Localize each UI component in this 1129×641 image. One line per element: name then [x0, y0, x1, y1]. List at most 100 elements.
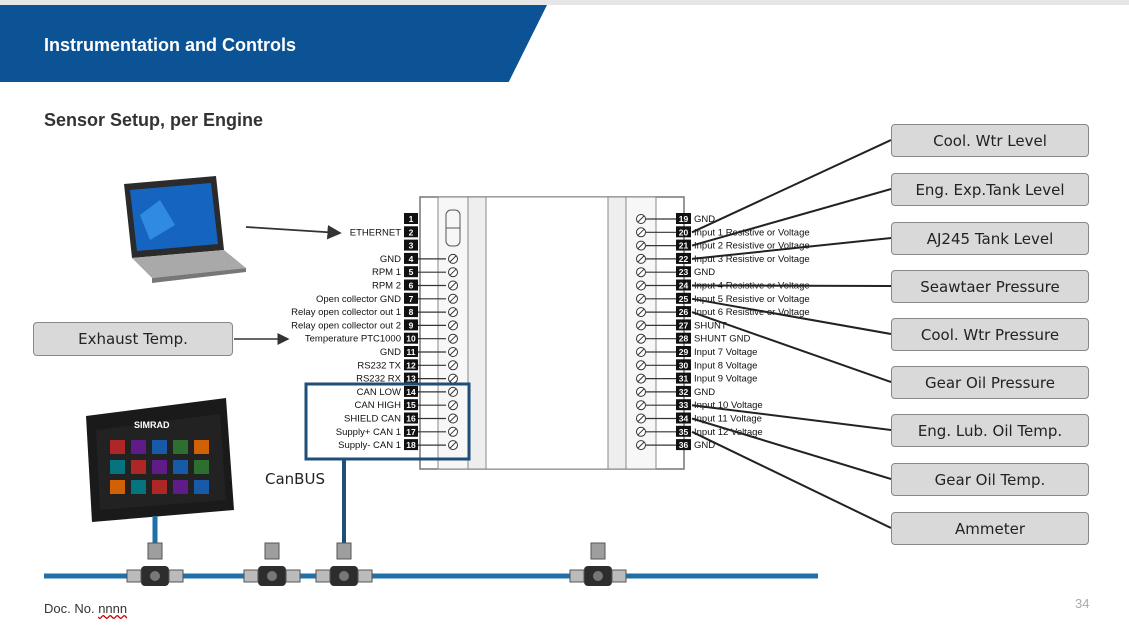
pin-label: RS232 TX: [357, 360, 401, 371]
tee-connector: [315, 542, 373, 586]
sensor-callout: Gear Oil Temp.: [891, 463, 1089, 496]
pin-label: GND: [694, 267, 715, 278]
can-pins-highlight: [304, 382, 471, 461]
page-title: Instrumentation and Controls: [44, 35, 296, 55]
pin-number: 12: [406, 360, 416, 370]
pin-label: Input 6 Resistive or Voltage: [694, 307, 810, 318]
app-tile: [173, 460, 188, 474]
pin-label: ETHERNET: [350, 227, 401, 238]
pin-number: 35: [679, 427, 689, 437]
sensor-callout: Cool. Wtr Level: [891, 124, 1089, 157]
pin-label: Input 10 Voltage: [694, 400, 763, 411]
left-pin-11: 11 GND: [380, 346, 458, 358]
doc-number: Doc. No. nnnn: [44, 601, 127, 616]
laptop-image: [124, 176, 246, 283]
app-tile: [194, 480, 209, 494]
pin-number: 14: [406, 387, 416, 397]
app-tile: [152, 440, 167, 454]
right-pin-28: 28 SHUNT GND: [636, 332, 750, 345]
right-pin-20: 20 Input 1 Resistive or Voltage: [636, 226, 810, 238]
right-pin-36: 36 GND: [636, 439, 715, 451]
pin-label: Temperature PTC1000: [305, 334, 401, 345]
pin-number: 34: [679, 414, 689, 424]
canbus-label: CanBUS: [265, 470, 325, 488]
top-strip: [0, 0, 1129, 5]
pin-label: Relay open collector out 2: [291, 320, 401, 331]
pin-number: 28: [679, 334, 689, 344]
app-tile: [173, 480, 188, 494]
pin-number: 19: [679, 214, 689, 224]
doc-prefix: Doc. No.: [44, 601, 99, 616]
right-pin-26: 26 Input 6 Resistive or Voltage: [636, 306, 810, 318]
left-pin-15: 15 CAN HIGH: [355, 399, 458, 411]
pin-label: SHUNT GND: [694, 334, 750, 345]
pin-label: CAN HIGH: [355, 400, 402, 411]
app-tile: [194, 440, 209, 454]
app-tile: [131, 480, 146, 494]
app-tile: [110, 480, 125, 494]
app-tile: [110, 460, 125, 474]
pin-label: GND: [694, 440, 715, 451]
pin-number: 36: [679, 440, 689, 450]
app-tile: [152, 480, 167, 494]
pin-number: 3: [409, 241, 414, 251]
right-pin-25: 25 Input 5 Resistive or Voltage: [636, 292, 810, 305]
sensor-callout: AJ245 Tank Level: [891, 222, 1089, 255]
left-pin-1: 1: [404, 213, 418, 224]
app-tile: [110, 440, 125, 454]
pin-label: RPM 1: [372, 267, 401, 278]
pin-label: Input 9 Voltage: [694, 374, 757, 385]
app-tile: [173, 440, 188, 454]
pin-number: 26: [679, 307, 689, 317]
sensor-callout: Gear Oil Pressure: [891, 366, 1089, 399]
pin-label: Input 1 Resistive or Voltage: [694, 227, 810, 238]
sensor-wire: [691, 311, 892, 383]
pin-label: Input 5 Resistive or Voltage: [694, 294, 810, 305]
right-pin-22: 22 Input 3 Resistive or Voltage: [636, 252, 810, 265]
pin-number: 17: [406, 427, 416, 437]
pin-label: GND: [380, 347, 401, 358]
pin-number: 22: [679, 254, 689, 264]
pin-label: SHIELD CAN: [344, 414, 401, 425]
pin-label: Input 11 Voltage: [694, 414, 762, 425]
pin-number: 27: [679, 320, 689, 330]
pin-number: 20: [679, 227, 689, 237]
sensor-wire: [691, 284, 892, 287]
pin-number: 30: [679, 360, 689, 370]
pin-number: 11: [407, 347, 416, 357]
pin-label: Input 3 Resistive or Voltage: [694, 254, 810, 265]
sensor-wire: [691, 139, 892, 234]
pin-number: 9: [409, 320, 414, 330]
pin-number: 7: [409, 294, 414, 304]
pin-number: 6: [409, 281, 414, 291]
sensor-wire: [691, 417, 892, 480]
app-tile: [152, 460, 167, 474]
pin-label: Input 8 Voltage: [694, 360, 757, 371]
sensor-wire: [691, 237, 892, 260]
tee-connector: [243, 542, 301, 586]
sensor-callout: Seawtaer Pressure: [891, 270, 1089, 303]
sensor-callout: Eng. Lub. Oil Temp.: [891, 414, 1089, 447]
pin-label: GND: [380, 254, 401, 265]
right-pin-33: 33 Input 10 Voltage: [636, 399, 763, 411]
pin-number: 13: [406, 374, 416, 384]
pin-number: 15: [406, 400, 416, 410]
ethernet-arrow: [245, 225, 342, 240]
pin-number: 33: [679, 400, 689, 410]
header-banner: [0, 5, 547, 82]
sensor-wire: [691, 297, 892, 335]
pin-number: 25: [679, 294, 689, 304]
pin-label: Input 2 Resistive or Voltage: [694, 241, 810, 252]
sensor-callout: Cool. Wtr Pressure: [891, 318, 1089, 351]
